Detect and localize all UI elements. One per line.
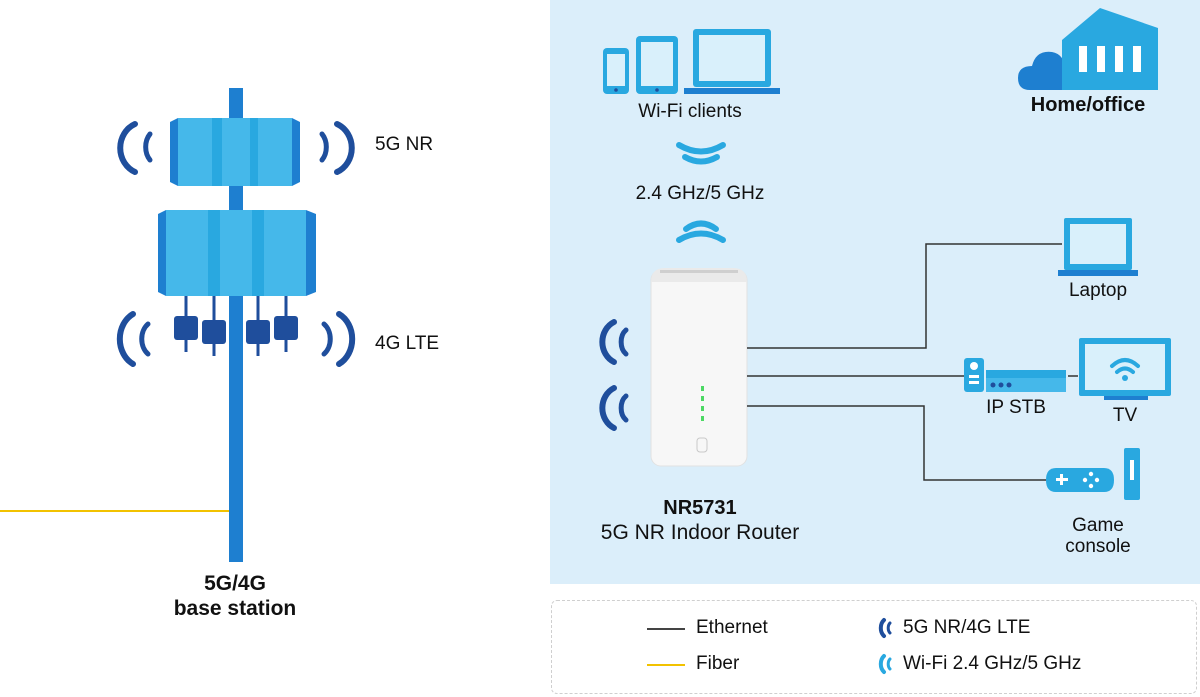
router-cellular-wave-lower-icon (599, 385, 629, 431)
home-office-graphics (599, 8, 1171, 500)
ethernet-lines (747, 243, 1078, 481)
phone-icon (603, 48, 629, 94)
legend-fiber-swatch (647, 664, 685, 666)
legend-fiber-label: Fiber (696, 653, 740, 674)
wifi-wave-bottom-icon (676, 220, 726, 243)
legend-wifi-icon (878, 654, 892, 674)
wifi-wave-top-icon (676, 142, 726, 165)
game-console-label-line2: console (1065, 536, 1131, 557)
home-office-icon (1018, 8, 1158, 90)
legend-cellular-label: 5G NR/4G LTE (903, 617, 1031, 638)
5g-antenna-array (170, 118, 300, 186)
game-console-icon (1046, 448, 1140, 500)
tv-icon (1079, 338, 1171, 400)
legend-wifi-label: Wi-Fi 2.4 GHz/5 GHz (903, 653, 1082, 674)
game-console-label-line1: Game (1072, 515, 1124, 536)
4g-signal-right-icon (321, 311, 356, 367)
router-cellular-wave-upper-icon (599, 319, 629, 365)
fiber-line (0, 510, 232, 512)
router-icon (650, 268, 748, 467)
label-4g-lte: 4G LTE (375, 333, 440, 354)
legend (551, 600, 1197, 694)
wifi-clients-label: Wi-Fi clients (638, 101, 742, 122)
base-station-tower-icon (116, 88, 356, 562)
5g-signal-left-icon (117, 121, 153, 175)
ip-stb-label: IP STB (986, 397, 1046, 418)
legend-ethernet-swatch (647, 628, 685, 630)
home-office-title: Home/office (1030, 94, 1146, 116)
laptop-label: Laptop (1068, 280, 1128, 301)
tv-label: TV (1112, 405, 1138, 426)
laptop-client-icon (684, 29, 780, 94)
base-station-title-line1: 5G/4G (204, 572, 266, 595)
tablet-icon (636, 36, 678, 94)
router-model-label: NR5731 (663, 497, 737, 519)
base-station-title-line2: base station (173, 597, 297, 620)
wifi-bands-label: 2.4 GHz/5 GHz (635, 183, 765, 204)
5g-signal-right-icon (319, 121, 355, 175)
legend-cellular-icon (878, 618, 892, 638)
legend-ethernet-label: Ethernet (696, 617, 768, 638)
4g-antenna-array (158, 210, 316, 356)
ip-stb-icon (964, 358, 1066, 392)
label-5g-nr: 5G NR (375, 134, 434, 155)
4g-signal-left-icon (116, 311, 151, 367)
laptop-icon (1058, 218, 1138, 276)
router-description-label: 5G NR Indoor Router (600, 521, 800, 544)
